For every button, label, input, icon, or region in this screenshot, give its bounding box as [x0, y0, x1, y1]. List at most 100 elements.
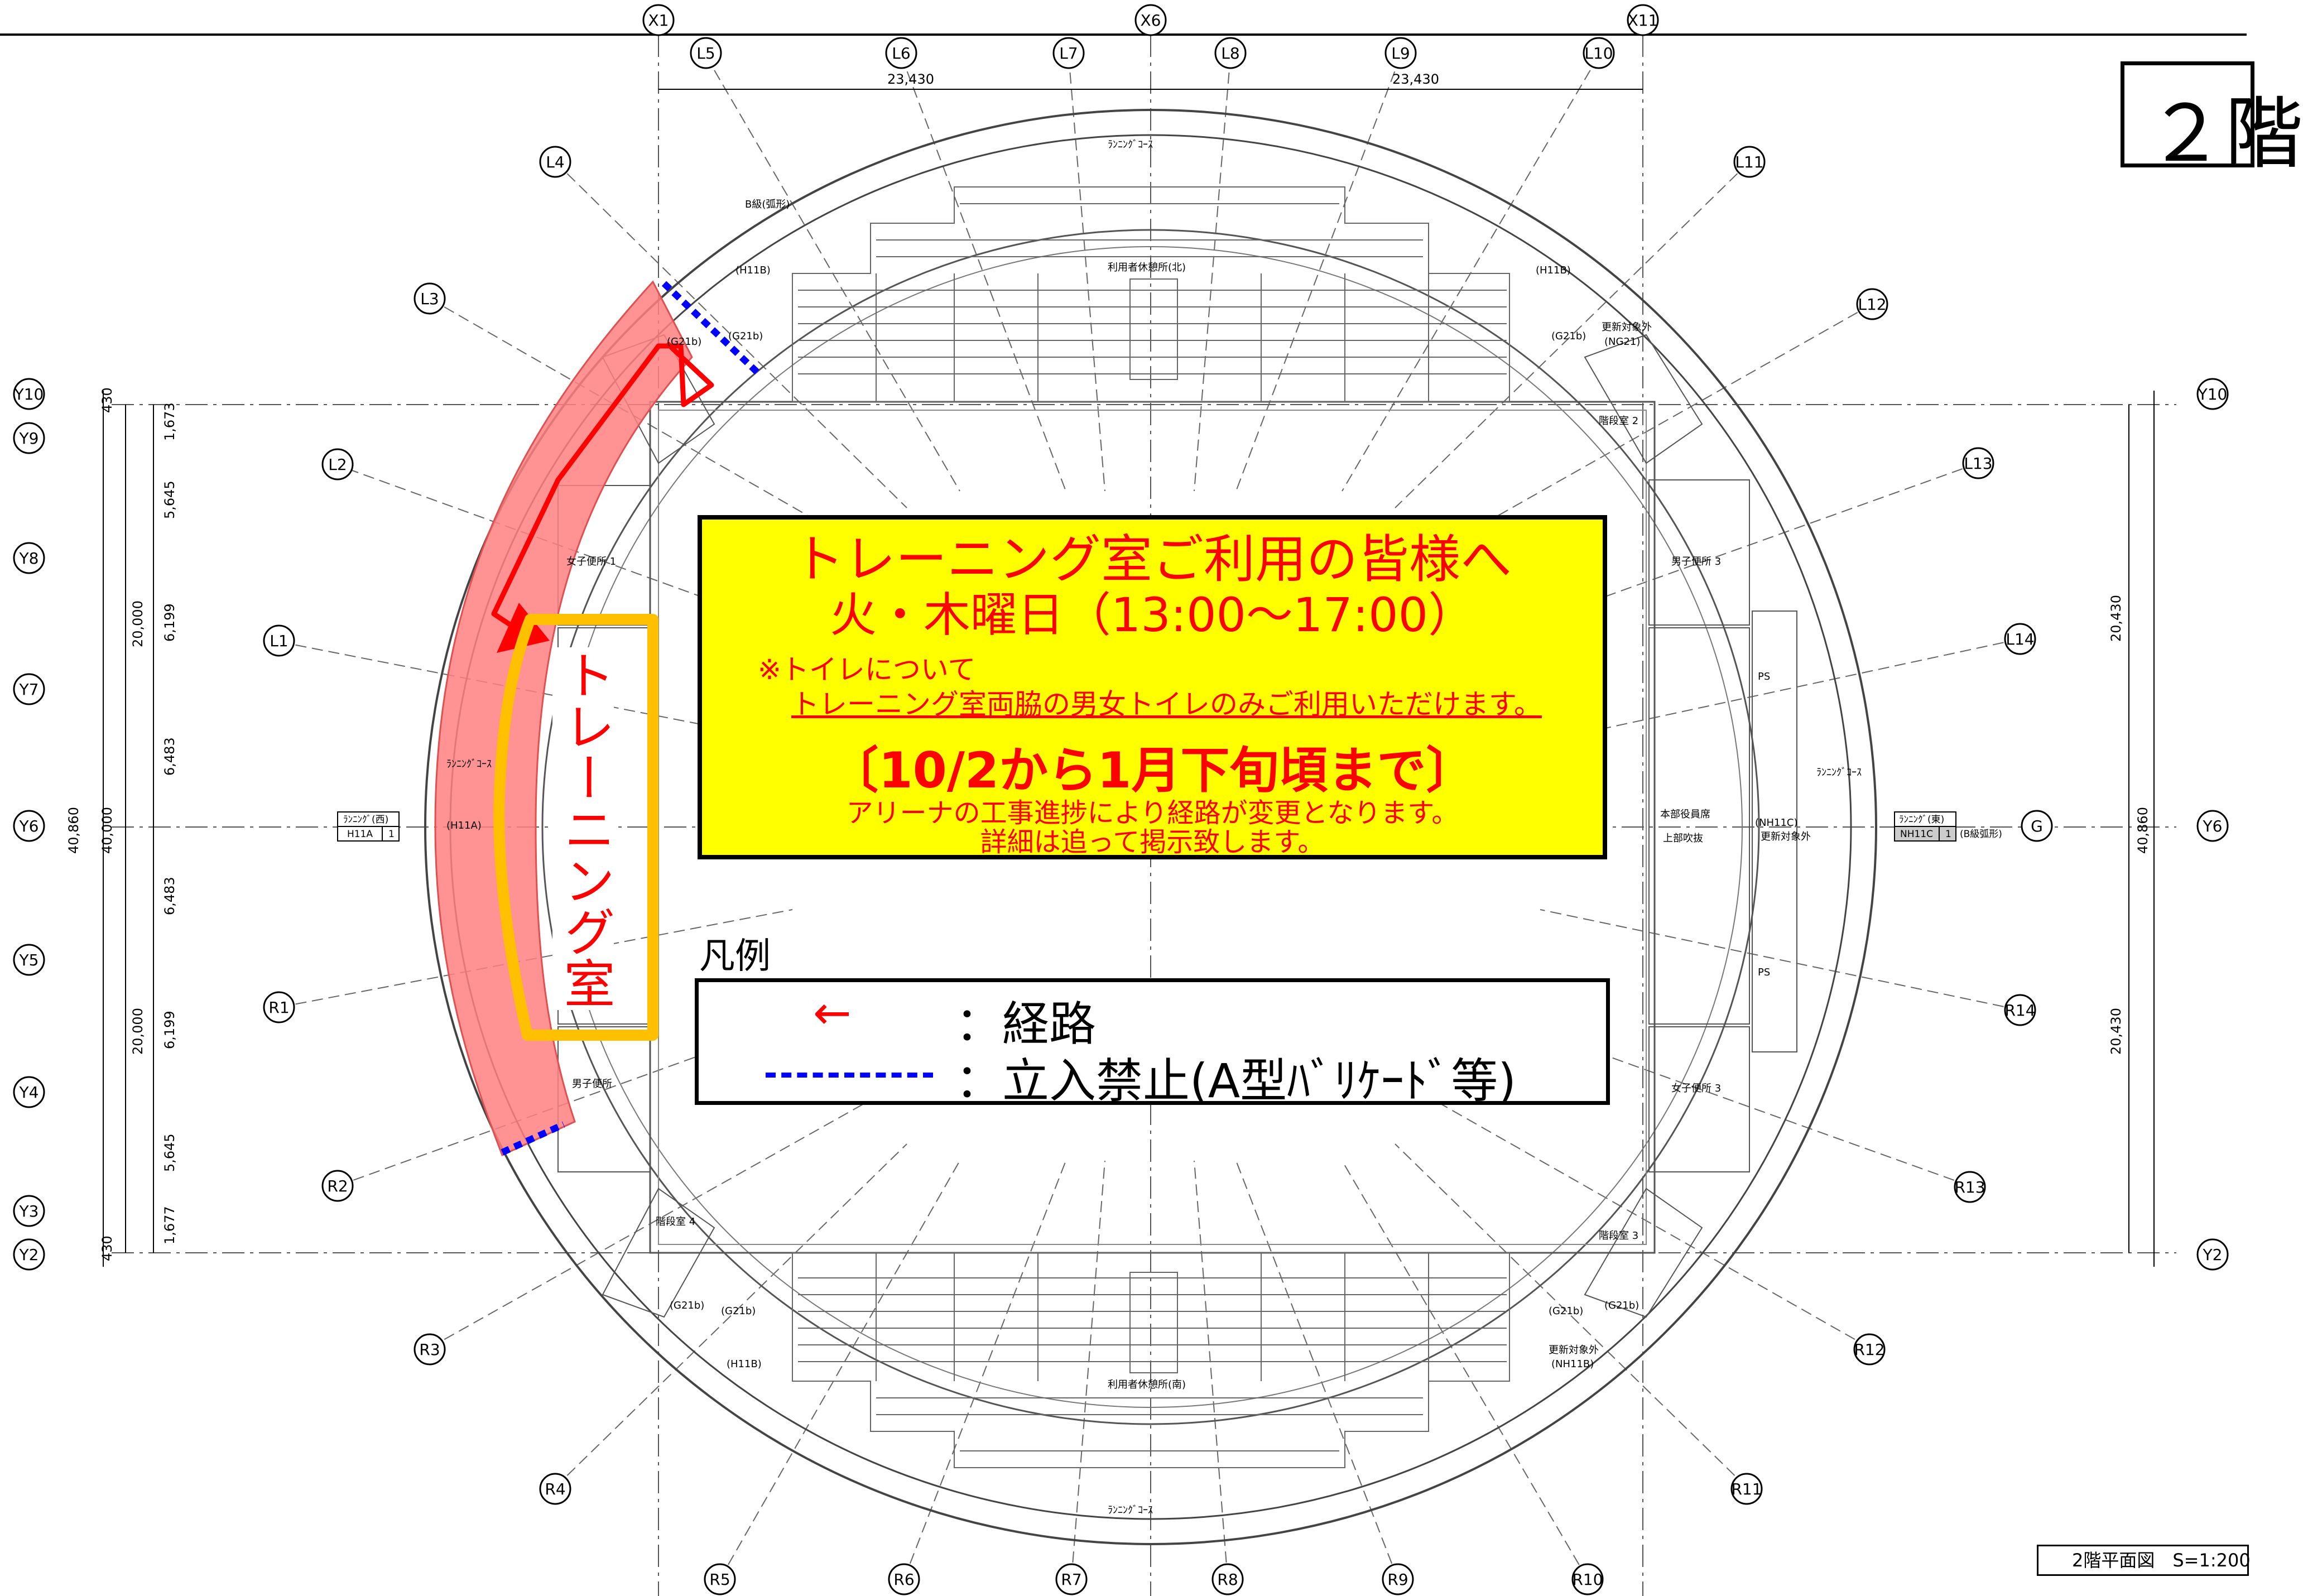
dim-right-overall: 40,860: [2135, 807, 2151, 854]
grid-label-x11: X11: [1628, 11, 1658, 30]
track-label-left: ﾗﾝﾆﾝｸﾞｺｰｽ: [446, 758, 492, 770]
grid-label-y10: Y10: [14, 385, 44, 403]
grid-label-r4: R4: [545, 1480, 565, 1498]
stair-3-label: 階段室 3: [1599, 1230, 1638, 1242]
mens-wc-1-label: 男子便所: [572, 1078, 612, 1090]
grid-label-r11: R11: [1731, 1480, 1762, 1498]
grid-label-l2: L2: [328, 455, 347, 474]
update-ne-code: (NG21): [1604, 336, 1640, 348]
grid-label-l13: L13: [1964, 454, 1992, 473]
grid-label-y9: Y9: [19, 429, 39, 448]
east-table-head: ﾗﾝﾆﾝｸﾞ(東): [1899, 814, 1944, 825]
code-g21b-se1: (G21b): [1549, 1305, 1583, 1317]
dim-left-seg-8: 5,645: [162, 1133, 177, 1172]
sheet-title-box: ２階: [2121, 61, 2303, 180]
stair-2-label: 階段室 2: [1599, 415, 1638, 427]
legend-route-label: ：経路: [955, 997, 1097, 1051]
east-table-qty: 1: [1945, 829, 1951, 840]
dim-left-seg-6: 6,483: [162, 877, 177, 915]
legend-closed-label: ：立入禁止(A型ﾊﾞﾘｹｰﾄﾞ等): [955, 1054, 1517, 1108]
dim-right-half-upper: 20,430: [2108, 595, 2124, 642]
grid-label-r6: R6: [893, 1570, 914, 1589]
grid-label-y3: Y3: [19, 1202, 39, 1220]
womens-wc-3-label: 女子便所 3: [1671, 1083, 1721, 1094]
east-spec-table: ﾗﾝﾆﾝｸﾞ(東) NH11C 1 (B級弧形): [1894, 811, 2002, 842]
track-label-right: ﾗﾝﾆﾝｸﾞｺｰｽ: [1816, 767, 1862, 778]
mens-wc-3-label: 男子便所 3: [1671, 556, 1721, 568]
west-table-head: ﾗﾝﾆﾝｸﾞ(西): [343, 814, 388, 825]
grid-label-r5: R5: [709, 1570, 730, 1589]
west-table-code: H11A: [347, 829, 373, 840]
grid-label-l10: L10: [1584, 44, 1613, 63]
east-table-note: (B級弧形): [1960, 829, 2002, 840]
training-room-label: トレーニング室: [552, 647, 615, 1010]
dim-top-right: 23,430: [1392, 71, 1439, 87]
sheet-title: ２階: [2147, 89, 2303, 180]
legend-route-row: ← ：経路: [699, 987, 1606, 1051]
restricted-route-zone: [434, 280, 693, 1157]
dim-left-half-lower: 20,000: [130, 1008, 146, 1055]
dim-left-seg-10: 430: [99, 1236, 115, 1261]
grid-label-l14: L14: [2006, 630, 2034, 648]
running-track: [541, 229, 1760, 1425]
grid-labels: X1 X6 X11 Y10 Y9 Y8 Y7 Y6 Y5 Y4 Y3 Y2 Y1…: [14, 11, 2228, 1589]
dim-right-half-lower: 20,430: [2108, 1008, 2124, 1055]
grid-label-y2: Y2: [19, 1246, 39, 1264]
grid-label-l11: L11: [1735, 153, 1763, 171]
grid-label-y8: Y8: [19, 549, 39, 568]
grid-label-l4: L4: [546, 153, 564, 171]
legend-route-arrow-icon: ←: [813, 987, 852, 1040]
ps-lower-label: PS: [1758, 967, 1770, 978]
dim-left-sub: 40,000: [99, 807, 115, 854]
grid-label-r12: R12: [1854, 1340, 1884, 1359]
notice-toilet-heading: ※トイレについて: [758, 653, 976, 686]
outer-wall: [424, 109, 1877, 1545]
grid-label-r2: R2: [327, 1177, 348, 1195]
grid-label-r13: R13: [1954, 1178, 1985, 1196]
grid-label-y7: Y7: [19, 680, 39, 699]
dim-left-seg-3: 5,645: [162, 480, 177, 519]
stair-4-label: 階段室 4: [656, 1216, 695, 1228]
barrier-south-west: [501, 1121, 565, 1156]
notice-toilet-note: トレーニング室両脇の男女トイレのみご利用いただけます。: [791, 688, 1542, 720]
grid-bubbles: [13, 4, 2229, 1595]
grid-label-l8: L8: [1221, 44, 1239, 63]
womens-wc-1-label: 女子便所 1: [566, 556, 616, 568]
notice-details: 詳細は追って掲示致します。: [980, 826, 1325, 858]
grid-label-l5: L5: [696, 44, 715, 63]
grid-label-l6: L6: [892, 44, 910, 63]
grid-label-y10-right: Y10: [2198, 385, 2228, 403]
notice-hours: 火・木曜日（13:00～17:00）: [829, 588, 1475, 642]
dim-left-half-upper: 20,000: [130, 600, 146, 647]
grid-label-r14: R14: [2004, 1001, 2035, 1020]
route-arrow: [491, 341, 714, 638]
code-h11b-ne: (H11B): [1536, 265, 1571, 276]
update-ne-label: 更新対象外: [1602, 321, 1652, 333]
code-h11a: (H11A): [446, 820, 482, 831]
west-spec-table: ﾗﾝﾆﾝｸﾞ(西) H11A 1: [337, 811, 400, 842]
dimension-texts: 23,430 23,430 40,860 40,000 20,000 20,00…: [66, 71, 2151, 1261]
grid-label-y6: Y6: [19, 817, 39, 835]
track-label-top: ﾗﾝﾆﾝｸﾞｺｰｽ: [1108, 139, 1153, 151]
east-rooms: [1584, 334, 1797, 1318]
legend-box: ← ：経路 ：立入禁止(A型ﾊﾞﾘｹｰﾄﾞ等): [695, 978, 1610, 1108]
code-g21b-nw2: (G21b): [728, 330, 763, 342]
grid-label-g: G: [2031, 817, 2043, 835]
grid-label-l1: L1: [270, 632, 288, 650]
code-g21b-ne: (G21b): [1551, 330, 1586, 342]
dim-left-seg-7: 6,199: [162, 1011, 177, 1049]
code-g21b-nw: (G21b): [667, 336, 701, 348]
grid-label-y2-right: Y2: [2203, 1246, 2223, 1264]
barrier-north-west: [661, 281, 761, 376]
code-h11b-sw: (H11B): [727, 1358, 762, 1370]
grid-label-y4: Y4: [19, 1083, 39, 1102]
dim-left-seg-9: 1,677: [162, 1206, 177, 1244]
legend-barrier-dash-icon: [766, 1073, 933, 1078]
notice-title: トレーニング室ご利用の皆様へ: [792, 530, 1512, 589]
hq-seats-label: 本部役員席: [1660, 809, 1710, 820]
grid-label-l7: L7: [1059, 44, 1078, 63]
upper-void-label: 上部吹抜: [1663, 833, 1703, 844]
grid-label-r3: R3: [419, 1340, 440, 1359]
dim-left-seg-5: 6,483: [162, 737, 177, 776]
code-h11b-nw: (H11B): [735, 265, 771, 276]
